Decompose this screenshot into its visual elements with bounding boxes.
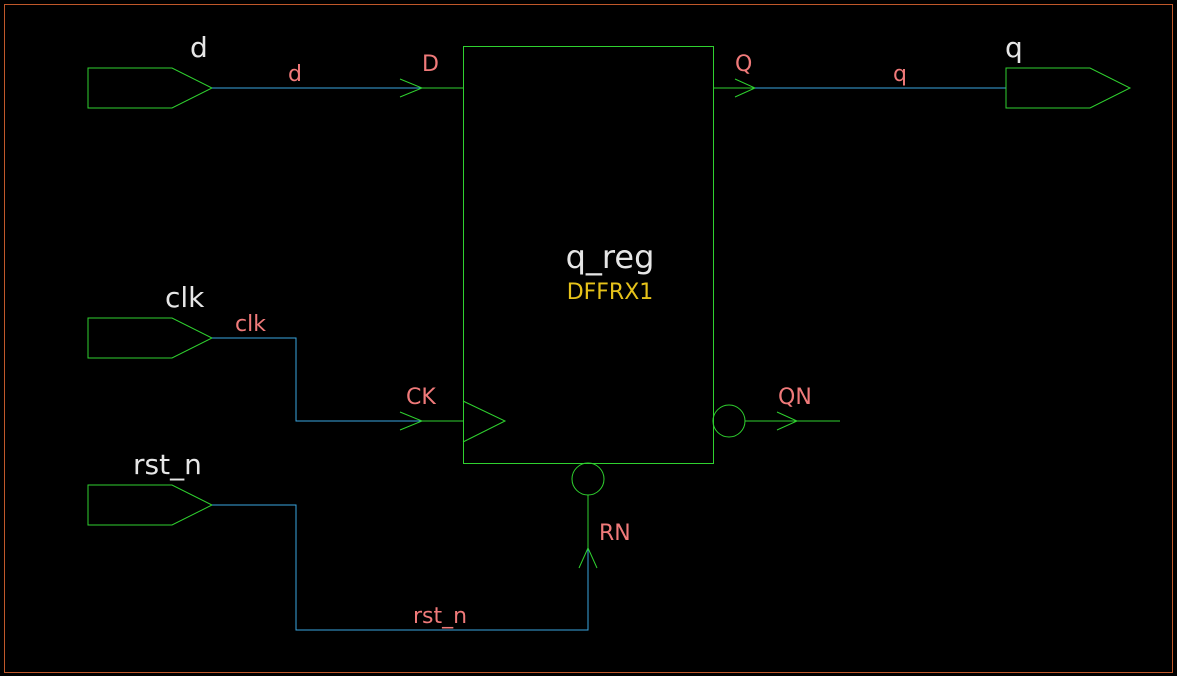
pin-rn-inversion-bubble: [571, 462, 605, 496]
net-label-clk: clk: [235, 312, 266, 337]
cell-type: DFFRX1: [567, 280, 654, 305]
input-port-rst-n[interactable]: [87, 484, 214, 526]
pin-qn-inversion-bubble: [712, 404, 746, 438]
pin-qn-arrow: [776, 411, 799, 431]
input-port-d[interactable]: [87, 67, 214, 109]
port-name-rst-n: rst_n: [133, 448, 202, 481]
pin-label-q: Q: [735, 52, 752, 77]
cell-q-reg[interactable]: [463, 46, 714, 464]
pin-label-d: D: [422, 52, 439, 77]
net-label-d: d: [288, 62, 302, 87]
pin-label-qn: QN: [778, 385, 812, 410]
output-port-q[interactable]: [1005, 67, 1132, 109]
net-rst-n-wire[interactable]: [212, 504, 589, 631]
instance-name: q_reg: [566, 238, 655, 276]
port-name-d: d: [190, 31, 208, 64]
input-port-clk[interactable]: [87, 317, 214, 359]
pin-label-ck: CK: [406, 385, 436, 410]
port-name-clk: clk: [165, 281, 205, 314]
clock-triangle: [462, 400, 507, 443]
net-label-rst-n: rst_n: [413, 604, 467, 629]
sheet-frame: [4, 4, 1173, 673]
net-clk-wire[interactable]: [212, 337, 422, 422]
pin-label-rn: RN: [599, 521, 631, 546]
port-name-q: q: [1005, 31, 1023, 64]
net-label-q: q: [893, 62, 907, 87]
